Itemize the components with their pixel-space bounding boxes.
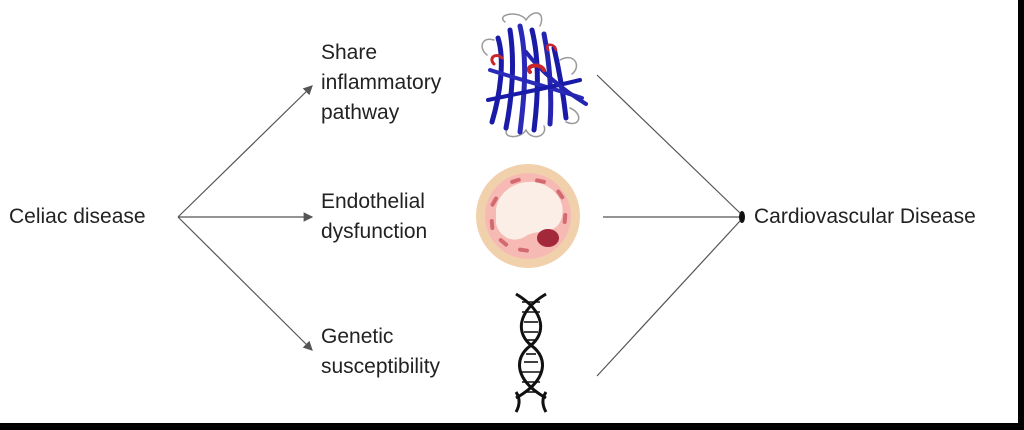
line-inflammatory-to-cvd	[596, 74, 741, 214]
source-node-label: Celiac disease	[9, 205, 146, 228]
mechanism-line: Endothelial	[321, 190, 425, 213]
target-node-label: Cardiovascular Disease	[754, 205, 976, 228]
mechanism-line: pathway	[321, 101, 400, 124]
mechanism-genetic-label: Genetic susceptibility	[321, 322, 440, 382]
mechanism-line: inflammatory	[321, 71, 442, 94]
blood-vessel-cross-section-icon	[476, 164, 580, 268]
protein-structure-icon	[481, 12, 588, 138]
mechanism-endothelial-label: Endothelial dysfunction	[321, 187, 427, 247]
line-genetic-to-cvd	[596, 220, 741, 377]
dna-helix-icon	[512, 292, 548, 413]
arrow-to-genetic	[177, 216, 313, 351]
mechanism-inflammatory-label: Share inflammatory pathway	[321, 38, 441, 128]
convergence-point	[739, 211, 745, 223]
connector-layer	[177, 74, 745, 377]
diagram-panel: Celiac disease Cardiovascular Disease Sh…	[0, 0, 1018, 423]
arrow-to-inflammatory	[177, 85, 313, 218]
mechanism-line: dysfunction	[321, 220, 428, 243]
mechanism-line: susceptibility	[321, 355, 441, 378]
mechanism-line: Genetic	[321, 325, 394, 348]
mechanism-line: Share	[321, 41, 378, 64]
